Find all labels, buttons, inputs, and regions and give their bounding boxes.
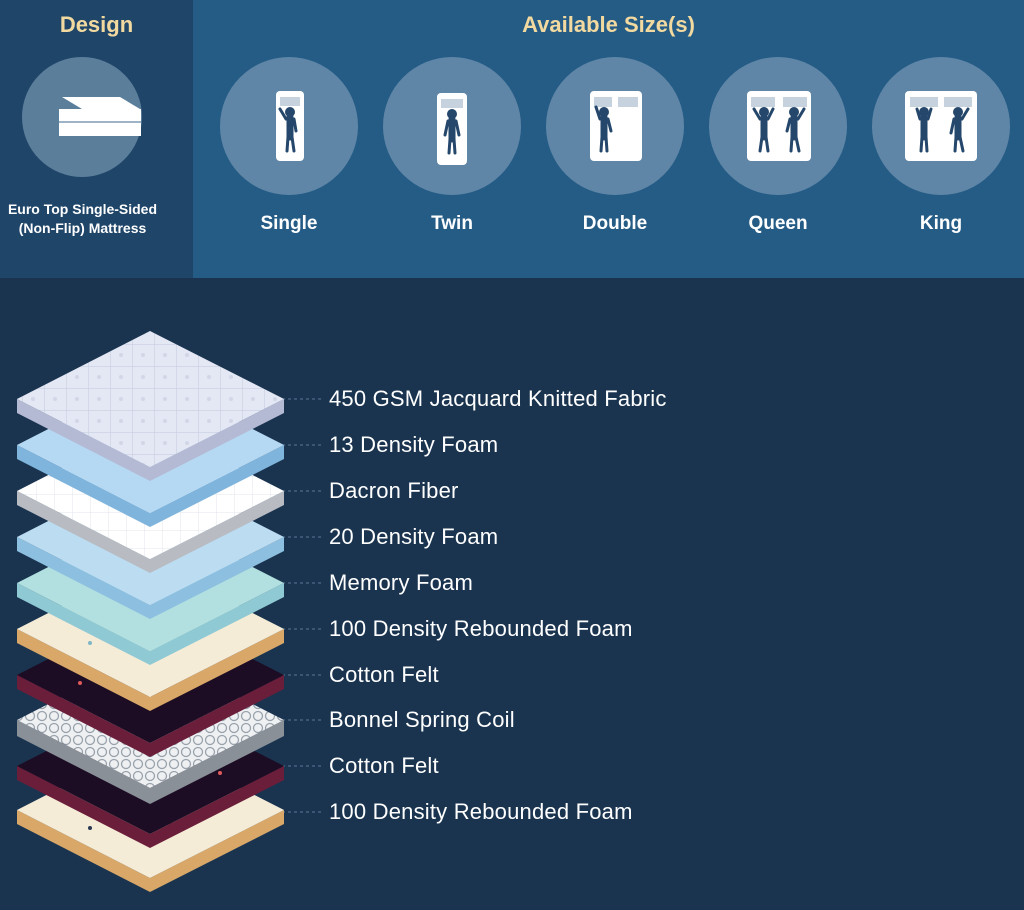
design-caption: Euro Top Single-Sided (Non-Flip) Mattres… — [0, 200, 165, 238]
layers-section: 450 GSM Jacquard Knitted Fabric 13 Densi… — [0, 278, 1024, 910]
layer-label-7: Cotton Felt — [329, 662, 439, 687]
sizes-title: Available Size(s) — [522, 12, 695, 37]
design-caption-line1: Euro Top Single-Sided — [7, 201, 158, 217]
size-label-twin: Twin — [431, 213, 473, 234]
size-option-double[interactable]: Double — [545, 57, 685, 235]
queen-bed-icon — [709, 57, 847, 195]
size-label-double: Double — [582, 213, 648, 234]
size-option-twin[interactable]: Twin — [382, 57, 522, 235]
layer-label-2: 13 Density Foam — [329, 432, 499, 457]
layer-label-5: Memory Foam — [329, 570, 473, 595]
layer-jacquard-fabric — [17, 331, 284, 481]
mattress-layers-illustration — [17, 331, 322, 892]
layer-label-9: Cotton Felt — [329, 753, 439, 778]
layer-label-8: Bonnel Spring Coil — [329, 707, 515, 732]
size-option-queen[interactable]: Queen — [708, 57, 848, 235]
mattress-icon — [22, 57, 142, 177]
twin-bed-icon — [383, 57, 521, 195]
layer-label-3: Dacron Fiber — [329, 478, 459, 503]
size-label-queen: Queen — [748, 213, 808, 234]
header-section: Design Euro Top Single-Sided (Non-Flip) … — [0, 0, 1024, 278]
layer-label-10: 100 Density Rebounded Foam — [329, 799, 633, 824]
size-label-single: Single — [260, 213, 318, 234]
single-bed-icon — [220, 57, 358, 195]
size-option-king[interactable]: King — [871, 57, 1011, 235]
layer-label-4: 20 Density Foam — [329, 524, 499, 549]
design-panel: Design Euro Top Single-Sided (Non-Flip) … — [0, 0, 193, 278]
layer-label-6: 100 Density Rebounded Foam — [329, 616, 633, 641]
layer-label-1: 450 GSM Jacquard Knitted Fabric — [329, 386, 667, 411]
king-bed-icon — [872, 57, 1010, 195]
size-option-single[interactable]: Single — [219, 57, 359, 235]
sizes-panel: Available Size(s) Single — [193, 0, 1024, 278]
design-title: Design — [59, 12, 134, 37]
double-bed-icon — [546, 57, 684, 195]
design-caption-line2: (Non-Flip) Mattress — [18, 220, 147, 236]
size-label-king: King — [919, 213, 963, 234]
